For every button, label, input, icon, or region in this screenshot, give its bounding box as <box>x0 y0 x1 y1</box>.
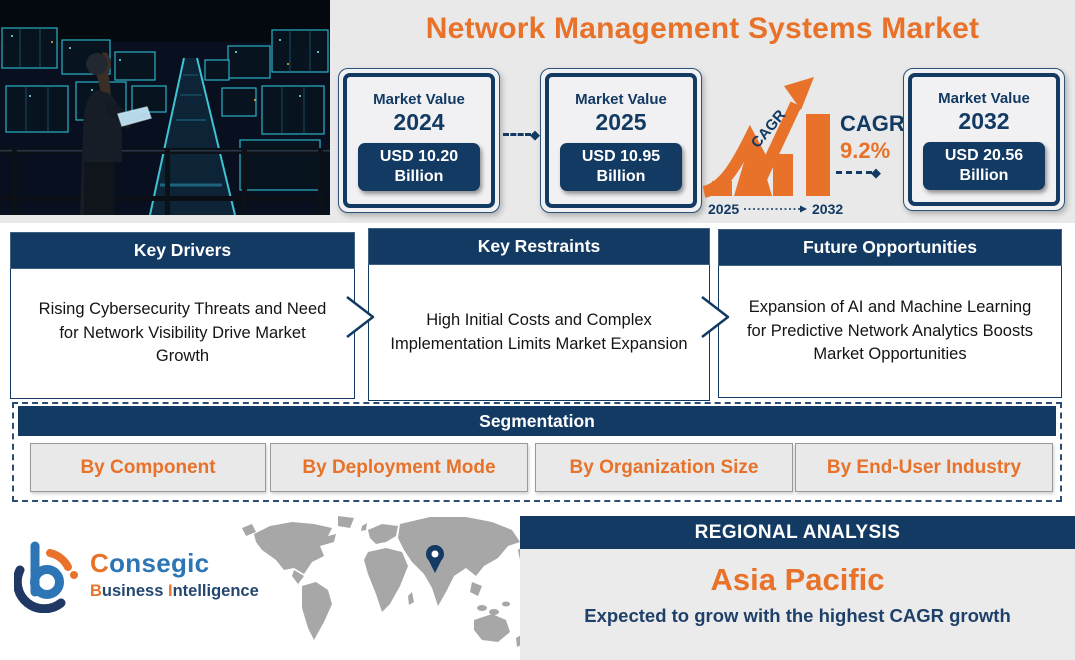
cagr-start-year: 2025 <box>708 201 739 217</box>
info-box-title: Key Restraints <box>368 228 710 265</box>
card-value-badge: USD 10.20 Billion <box>358 142 480 191</box>
cagr-growth-chart: CAGR 2025 2032 <box>702 77 843 217</box>
segment-chip-by-component[interactable]: By Component <box>30 443 266 492</box>
segment-chip-by-end-user-industry[interactable]: By End-User Industry <box>795 443 1053 492</box>
info-box-text: High Initial Costs and Complex Implement… <box>368 265 710 401</box>
info-box-future-opportunities: Future Opportunities Expansion of AI and… <box>718 229 1062 398</box>
segmentation-panel: Segmentation By Component By Deployment … <box>12 402 1062 502</box>
logo-text: Consegic Business Intelligence <box>90 548 259 601</box>
chevron-right-icon <box>346 296 375 338</box>
location-pin-icon <box>426 545 444 573</box>
cagr-end-year: 2032 <box>812 201 843 217</box>
segmentation-header: Segmentation <box>18 406 1056 436</box>
connector-arrow: ◆ <box>503 128 540 141</box>
info-box-title: Future Opportunities <box>718 229 1062 266</box>
segment-chip-by-organization-size[interactable]: By Organization Size <box>535 443 793 492</box>
diamond-arrowhead-icon: ◆ <box>530 127 540 142</box>
card-year: 2025 <box>595 108 647 135</box>
regional-body: Asia Pacific Expected to grow with the h… <box>520 549 1075 660</box>
card-value-badge: USD 10.95 Billion <box>560 142 682 191</box>
hero-photo <box>0 0 330 215</box>
connector-arrow: ◆ <box>836 166 881 179</box>
chevron-right-icon <box>701 296 730 338</box>
page-title: Network Management Systems Market <box>425 12 980 45</box>
regional-panel: REGIONAL ANALYSIS Asia Pacific Expected … <box>520 516 1075 660</box>
diamond-arrowhead-icon: ◆ <box>871 165 881 180</box>
info-box-text: Expansion of AI and Machine Learning for… <box>718 266 1062 398</box>
card-label: Market Value <box>373 90 465 108</box>
market-value-card-2032: Market Value 2032 USD 20.56 Billion <box>903 68 1065 211</box>
region-name: Asia Pacific <box>710 562 885 597</box>
market-value-card-2024: Market Value 2024 USD 10.20 Billion <box>338 68 500 213</box>
info-box-key-drivers: Key Drivers Rising Cybersecurity Threats… <box>10 232 355 399</box>
cagr-value: 9.2% <box>840 138 891 164</box>
world-map <box>242 516 526 647</box>
company-logo: Consegic Business Intelligence <box>14 535 259 613</box>
info-box-title: Key Drivers <box>10 232 355 269</box>
brand-tagline: Business Intelligence <box>90 581 259 600</box>
card-value-badge: USD 20.56 Billion <box>923 141 1045 190</box>
regional-header: REGIONAL ANALYSIS <box>520 516 1075 549</box>
cagr-callout: CAGR 9.2% <box>840 111 905 164</box>
card-label: Market Value <box>575 90 667 108</box>
cagr-label: CAGR <box>840 111 905 136</box>
brand-name: Consegic <box>90 547 210 578</box>
bottom-band: Consegic Business Intelligence <box>0 505 1075 660</box>
card-label: Market Value <box>938 89 1030 107</box>
logo-mark-icon <box>14 541 78 613</box>
market-value-card-2025: Market Value 2025 USD 10.95 Billion <box>540 68 702 213</box>
woman-silhouette <box>80 52 152 215</box>
dashed-line <box>836 171 872 174</box>
info-box-text: Rising Cybersecurity Threats and Need fo… <box>10 269 355 399</box>
info-box-key-restraints: Key Restraints High Initial Costs and Co… <box>368 228 710 401</box>
segment-chip-by-deployment-mode[interactable]: By Deployment Mode <box>270 443 528 492</box>
region-subtitle: Expected to grow with the highest CAGR g… <box>584 605 1011 626</box>
dashed-line <box>503 133 531 136</box>
card-year: 2032 <box>958 107 1010 134</box>
card-year: 2024 <box>393 108 445 135</box>
